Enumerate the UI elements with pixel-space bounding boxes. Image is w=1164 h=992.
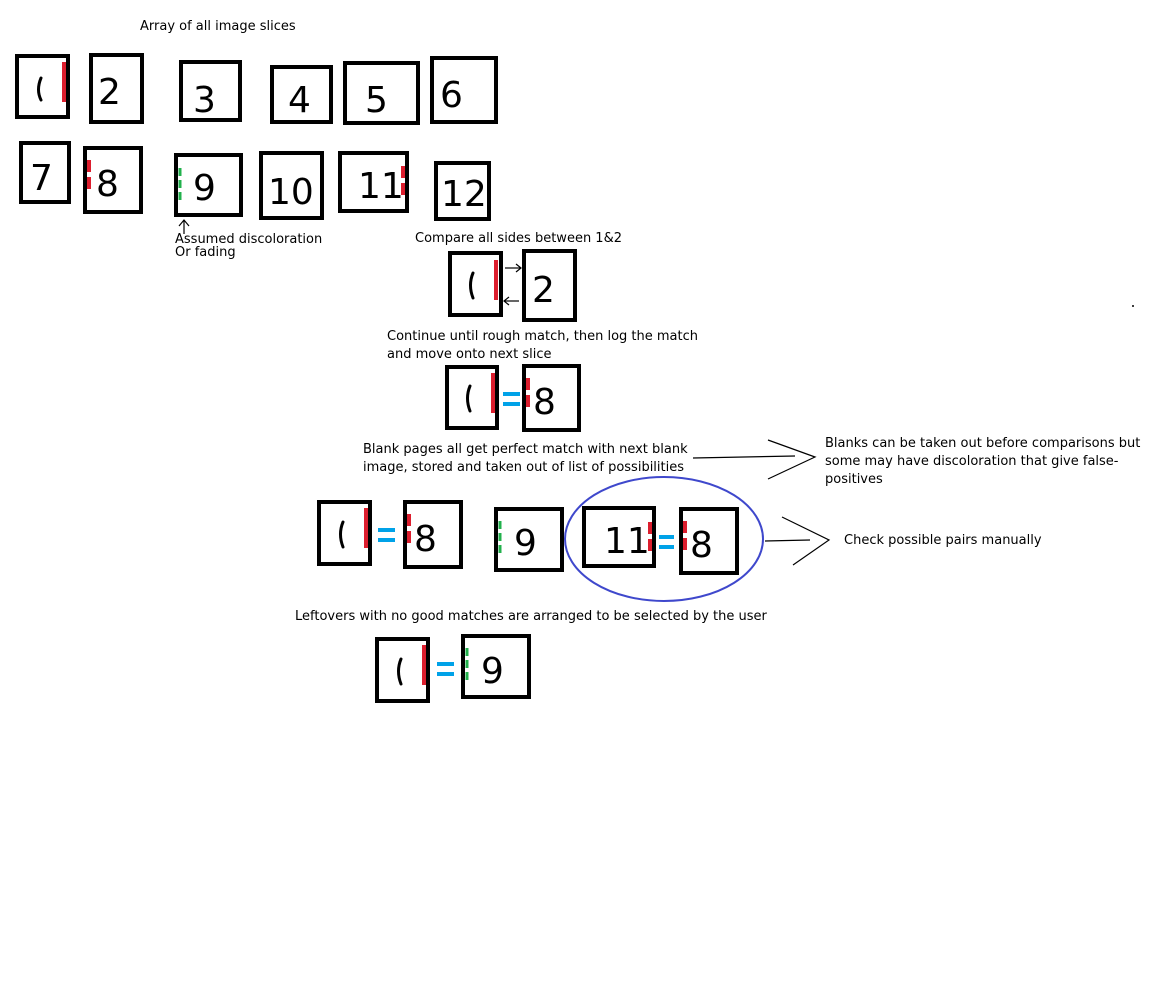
slice-6: 6	[430, 56, 498, 124]
slice-2-digit: 2	[98, 72, 121, 113]
possible-pair-11-8: 11 8	[582, 506, 739, 575]
assumed-line-2: Or fading	[175, 245, 236, 260]
slice-12: 12	[434, 161, 491, 221]
array-title: Array of all image slices	[140, 19, 296, 34]
match-pair-1-8: 8	[445, 364, 581, 432]
slice-5: 5	[343, 61, 420, 125]
assumed-discoloration-label: Assumed discoloration Or fading	[175, 233, 322, 259]
match-slice-8-digit: 8	[533, 382, 556, 423]
digit-1-stroke	[37, 76, 43, 102]
row-slice-8-digit: 8	[414, 519, 437, 560]
blanks-note-line-1: Blanks can be taken out before compariso…	[825, 436, 1141, 451]
slice-9-digit: 9	[193, 168, 216, 209]
slice-8-digit: 8	[96, 164, 119, 205]
blank-line-1: Blank pages all get perfect match with n…	[363, 442, 688, 457]
compare-slice-2-digit: 2	[532, 270, 555, 311]
slice-3: 3	[179, 60, 242, 122]
continue-line-2: and move onto next slice	[387, 347, 552, 362]
slice-11-digit: 11	[358, 166, 404, 207]
pair-slice-11-digit: 11	[604, 521, 650, 562]
blanks-note: Blanks can be taken out before compariso…	[825, 435, 1140, 489]
slice-10: 10	[259, 151, 324, 220]
assumed-line-1: Assumed discoloration	[175, 232, 323, 247]
slice-12-digit: 12	[441, 174, 487, 215]
blank-pages-label: Blank pages all get perfect match with n…	[363, 441, 688, 477]
pair-slice-8-digit: 8	[690, 525, 713, 566]
blank-line-2: image, stored and taken out of list of p…	[363, 460, 685, 475]
row-slice-9-digit: 9	[514, 523, 537, 564]
slice-5-digit: 5	[365, 80, 388, 121]
check-pairs-arrow	[764, 516, 831, 566]
slice-7-digit: 7	[30, 158, 53, 199]
slice-10-digit: 10	[268, 172, 314, 213]
leftover-pair-1-9: 9	[375, 634, 531, 703]
compare-pair-1-2: 2	[448, 249, 577, 322]
slice-3-digit: 3	[193, 80, 216, 121]
slice-2: 2	[89, 53, 144, 124]
highlight-ellipse	[564, 476, 764, 602]
blanks-note-line-3: positives	[825, 472, 883, 487]
compare-label: Compare all sides between 1&2	[415, 231, 622, 246]
stray-dot	[1132, 305, 1134, 307]
slice-6-digit: 6	[440, 75, 463, 116]
match-row-slice-9: 9	[494, 507, 564, 572]
slice-4: 4	[270, 65, 333, 124]
check-pairs-label: Check possible pairs manually	[844, 533, 1042, 548]
slice-4-digit: 4	[288, 80, 311, 121]
continue-line-1: Continue until rough match, then log the…	[387, 329, 699, 344]
blanks-note-arrow	[692, 439, 817, 480]
blanks-note-line-2: some may have discoloration that give fa…	[825, 454, 1119, 469]
leftover-slice-9-digit: 9	[481, 651, 504, 692]
continue-label: Continue until rough match, then log the…	[387, 328, 698, 364]
slice-7: 7	[19, 141, 71, 204]
leftovers-label: Leftovers with no good matches are arran…	[295, 609, 767, 624]
slice-1	[15, 54, 70, 119]
slice-11: 11	[338, 151, 409, 213]
slice-8: 8	[83, 146, 143, 214]
discoloration-pointer-arrow	[178, 219, 190, 234]
match-row-pair-1-8: 8	[317, 500, 463, 569]
slice-9: 9	[174, 153, 243, 217]
